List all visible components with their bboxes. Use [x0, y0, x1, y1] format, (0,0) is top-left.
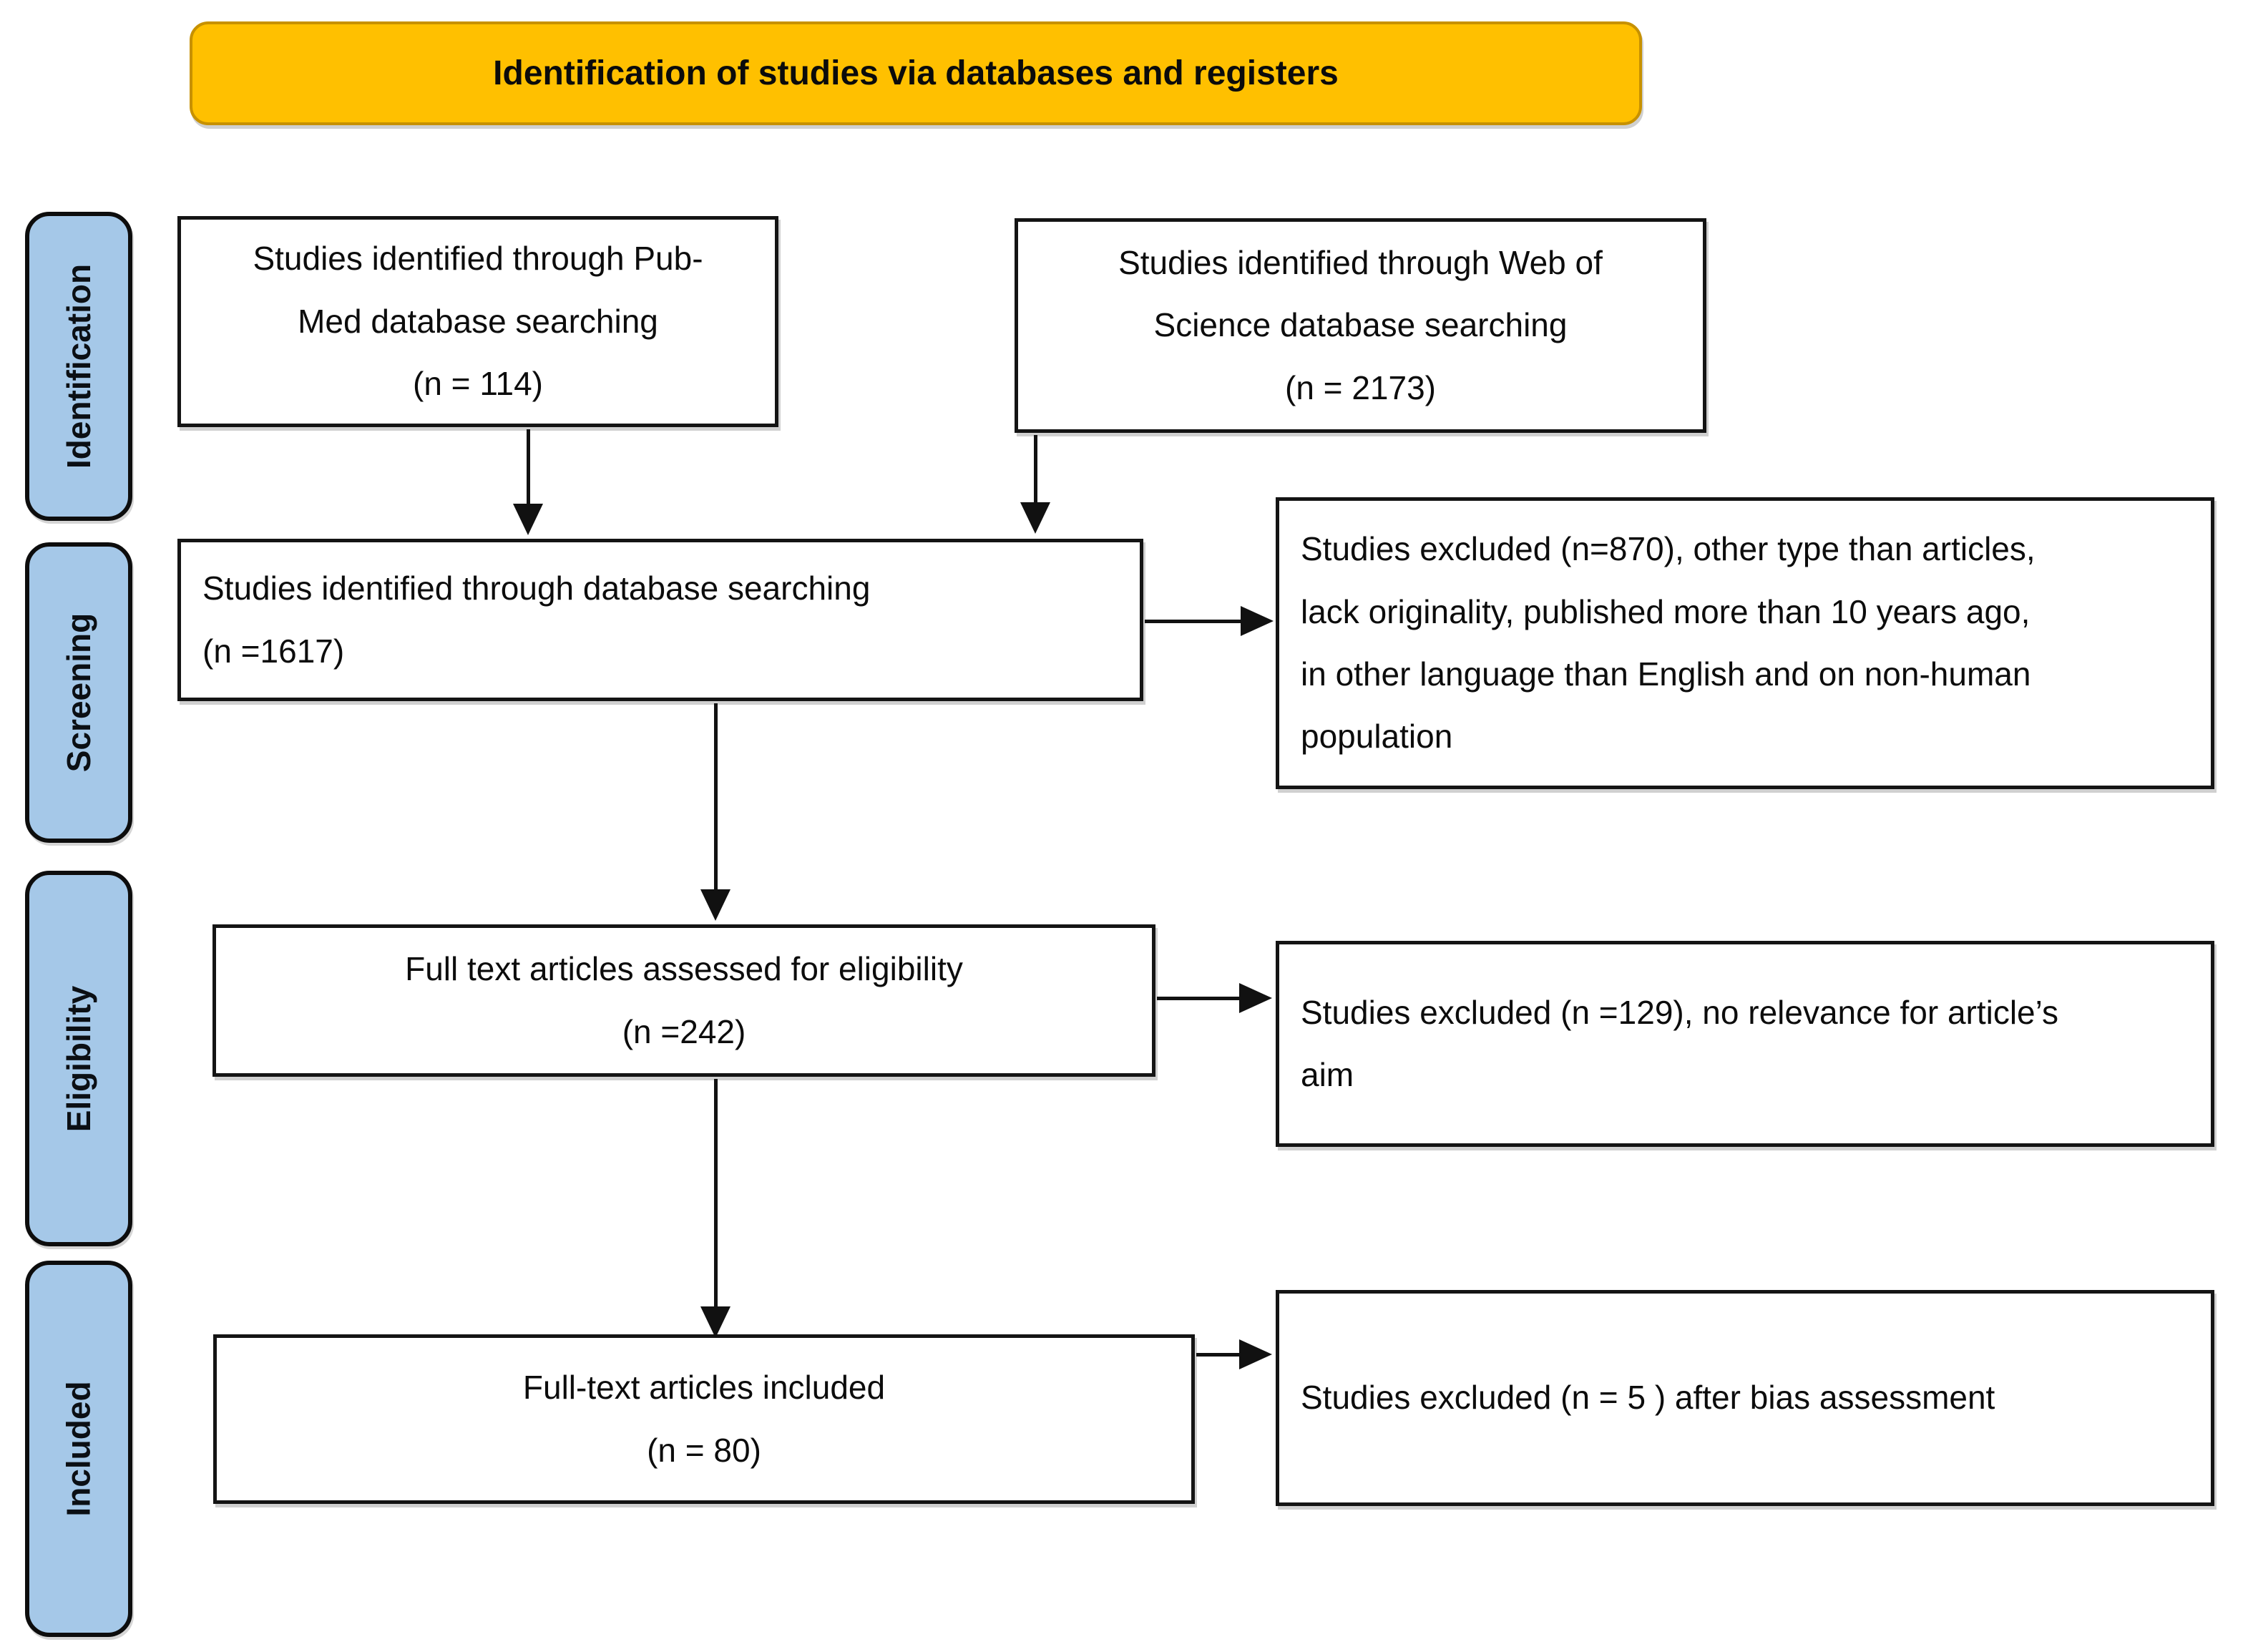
box-pubmed-line2: Med database searching: [298, 302, 658, 340]
arrow-line: [1196, 1353, 1241, 1357]
arrow-line: [714, 703, 718, 891]
box-excl2-line2: aim: [1301, 1056, 1354, 1093]
box-excluded-bias: Studies excluded (n = 5 ) after bias ass…: [1276, 1290, 2214, 1506]
stage-identification: Identification: [25, 212, 132, 521]
box-fulltext-line1: Full text articles assessed for eligibil…: [405, 950, 963, 988]
box-wos-line1: Studies identified through Web of: [1118, 243, 1603, 281]
arrow-down-icon: [700, 1306, 730, 1338]
box-excl1-line2: lack originality, published more than 10…: [1301, 592, 2030, 630]
arrow-down-icon: [1020, 502, 1050, 534]
arrow-line: [1145, 620, 1242, 623]
box-pubmed-line1: Studies identified through Pub-: [253, 240, 703, 278]
box-wos-count: (n = 2173): [1285, 368, 1436, 406]
stage-screening: Screening: [25, 542, 132, 843]
box-excl1-line1: Studies excluded (n=870), other type tha…: [1301, 530, 2036, 568]
arrow-line: [1034, 435, 1037, 505]
box-fulltext-included: Full-text articles included (n = 80): [213, 1334, 1195, 1504]
arrow-right-icon: [1239, 983, 1272, 1013]
box-fulltext-assessed: Full text articles assessed for eligibil…: [212, 924, 1155, 1077]
arrow-line: [714, 1079, 718, 1308]
box-included-count: (n = 80): [647, 1431, 761, 1469]
box-merged-count: (n =1617): [202, 632, 345, 670]
box-included-line1: Full-text articles included: [522, 1369, 886, 1407]
arrow-line: [1157, 997, 1241, 1000]
arrow-line: [527, 429, 530, 507]
arrow-down-icon: [513, 504, 543, 535]
box-webofscience-identified: Studies identified through Web of Scienc…: [1015, 218, 1706, 433]
stage-eligibility-label: Eligibility: [60, 985, 97, 1132]
stage-included: Included: [25, 1261, 132, 1637]
box-database-searching-merged: Studies identified through database sear…: [177, 539, 1143, 701]
arrow-right-icon: [1241, 606, 1274, 636]
stage-identification-label: Identification: [60, 263, 98, 469]
box-pubmed-count: (n = 114): [413, 365, 543, 403]
arrow-right-icon: [1239, 1339, 1272, 1369]
box-excl1-line3: in other language than English and on no…: [1301, 655, 2031, 693]
box-pubmed-identified: Studies identified through Pub- Med data…: [177, 216, 778, 427]
box-excl1-line4: population: [1301, 718, 1453, 756]
box-wos-line2: Science database searching: [1153, 306, 1568, 344]
diagram-title: Identification of studies via databases …: [493, 54, 1339, 92]
stage-eligibility: Eligibility: [25, 871, 132, 1246]
box-excluded-eligibility: Studies excluded (n =129), no relevance …: [1276, 941, 2214, 1147]
stage-screening-label: Screening: [60, 612, 98, 773]
box-excl2-line1: Studies excluded (n =129), no relevance …: [1301, 993, 2059, 1031]
box-excluded-screening: Studies excluded (n=870), other type tha…: [1276, 497, 2214, 789]
diagram-title-banner: Identification of studies via databases …: [190, 21, 1642, 125]
box-fulltext-count: (n =242): [622, 1012, 746, 1050]
box-excl3-line1: Studies excluded (n = 5 ) after bias ass…: [1301, 1379, 1995, 1417]
arrow-down-icon: [700, 889, 730, 921]
stage-included-label: Included: [60, 1381, 97, 1517]
box-merged-line1: Studies identified through database sear…: [202, 570, 871, 607]
